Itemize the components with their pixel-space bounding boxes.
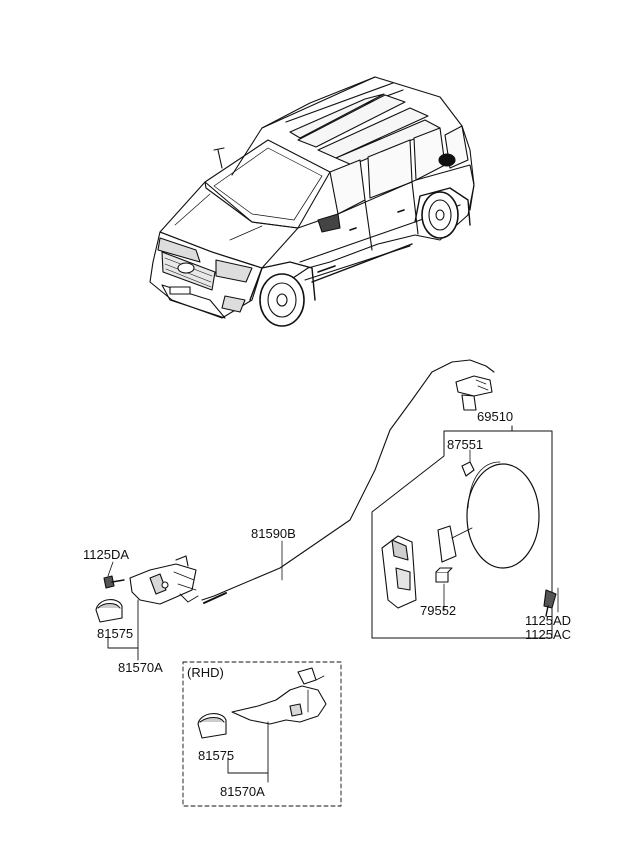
label-rhd-tag: (RHD) bbox=[187, 665, 224, 680]
release-cable bbox=[201, 359, 495, 604]
fuel-door-assembly-frame bbox=[371, 425, 557, 639]
label-knob-cover-rhd: 81575 bbox=[198, 748, 235, 763]
opener-lever-lhd bbox=[95, 555, 199, 661]
label-fuel-door-assembly: 69510 bbox=[477, 409, 514, 424]
leader-lines bbox=[107, 540, 559, 613]
label-screw-1125ac: 1125AC bbox=[525, 627, 572, 642]
label-release-cable: 81590B bbox=[251, 526, 296, 541]
label-screw-1125ad: 1125AD bbox=[525, 613, 572, 628]
label-fuel-door-housing: 79552 bbox=[420, 603, 457, 618]
label-opener-lever-rhd: 81570A bbox=[220, 784, 265, 799]
label-opener-lever-lhd: 81570A bbox=[118, 660, 163, 675]
label-bolt: 1125DA bbox=[83, 547, 130, 562]
label-knob-cover-lhd: 81575 bbox=[97, 626, 134, 641]
rhd-variant-frame bbox=[182, 661, 342, 807]
vehicle-illustration bbox=[149, 76, 475, 327]
label-cap-grommet: 87551 bbox=[447, 437, 484, 452]
